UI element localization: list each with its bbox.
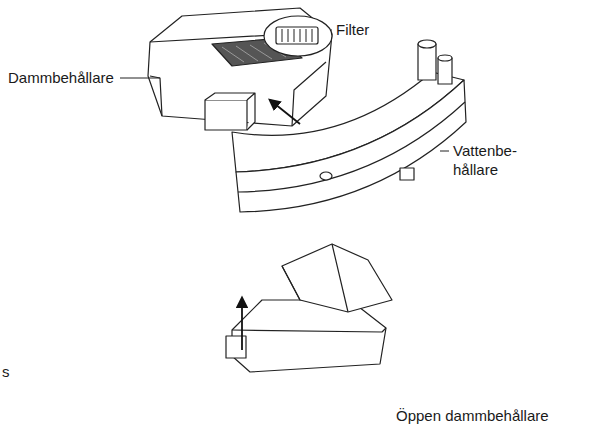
text-fragment: s (2, 362, 10, 381)
open-dust-container (226, 244, 392, 372)
lift-arrow (241, 298, 243, 350)
part-label: Vattenbe- hållare (453, 141, 527, 179)
part-label: Öppen dammbehållare (396, 406, 549, 425)
filter-inset (264, 16, 332, 56)
leader-line (440, 151, 449, 152)
leader-line (120, 78, 160, 79)
part-label: Dammbehållare (8, 68, 114, 87)
leader-line (331, 30, 332, 31)
part-label: Filter (336, 20, 369, 39)
dust-container (148, 8, 332, 130)
water-tank (232, 40, 466, 212)
insert-arrow (270, 100, 300, 124)
